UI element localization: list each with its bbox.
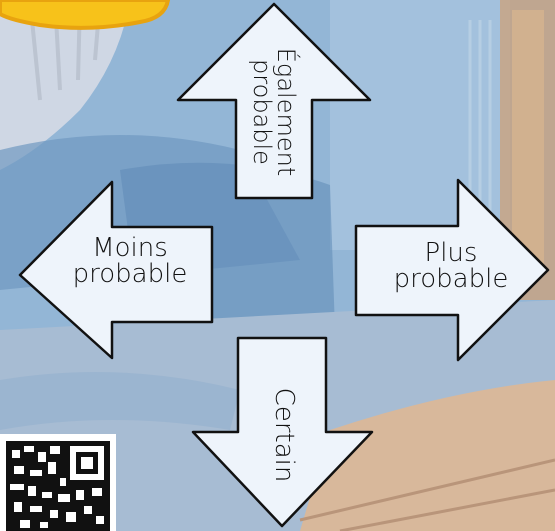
right-label-line1: Plus	[424, 238, 478, 268]
left-label-line2: probable	[72, 259, 188, 289]
down-arrow-label: Certain	[269, 387, 299, 483]
up-arrow-icon[interactable]	[176, 2, 372, 200]
down-arrow-icon[interactable]	[191, 336, 374, 528]
left-arrow-label: Moins probable	[60, 235, 200, 287]
left-label-line1: Moins	[92, 233, 168, 263]
up-label-line1: Également	[272, 47, 300, 177]
up-label-line2: probable	[248, 59, 276, 165]
right-arrow-label: Plus probable	[376, 240, 526, 292]
qr-code-icon	[0, 434, 116, 531]
down-label-line1: Certain	[269, 387, 299, 483]
up-arrow-label: Également probable	[248, 47, 300, 177]
left-arrow-icon[interactable]	[18, 180, 214, 360]
sun-icon	[0, 0, 171, 30]
right-arrow-icon[interactable]	[354, 178, 550, 362]
right-label-line2: probable	[393, 264, 509, 294]
